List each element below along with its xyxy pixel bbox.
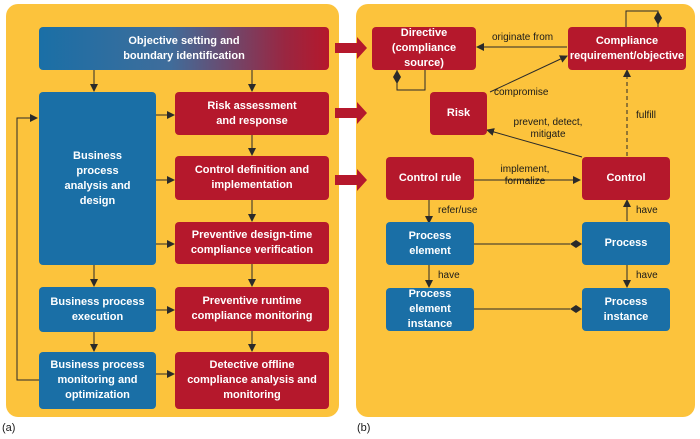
design-time-verification-box: Preventive design-time compliance verifi… xyxy=(175,222,329,264)
runtime-monitoring-box: Preventive runtime compliance monitoring xyxy=(175,287,329,331)
process-element-box: Process element xyxy=(386,222,474,265)
refer-use-label: refer/use xyxy=(438,205,478,216)
right-panel xyxy=(356,4,695,417)
risk-box: Risk xyxy=(430,92,487,135)
risk-assessment-box: Risk assessment and response xyxy=(175,92,329,135)
implement-formalize-label: implement, formalize xyxy=(500,164,550,187)
business-process-monitoring-box: Business process monitoring and optimiza… xyxy=(39,352,156,409)
offline-compliance-box: Detective offline compliance analysis an… xyxy=(175,352,329,409)
have-label-process: have xyxy=(636,270,658,281)
process-box: Process xyxy=(582,222,670,265)
originate-from-label: originate from xyxy=(492,32,554,43)
control-definition-box: Control definition and implementation xyxy=(175,156,329,200)
prevent-detect-mitigate-label: prevent, detect, mitigate xyxy=(513,117,583,140)
have-label-process-element: have xyxy=(438,270,460,281)
business-process-analysis-box: Business process analysis and design xyxy=(39,92,156,265)
panel-b-caption: (b) xyxy=(357,422,371,434)
process-element-instance-box: Process element instance xyxy=(386,288,474,331)
control-rule-box: Control rule xyxy=(386,157,474,200)
panel-a-caption: (a) xyxy=(2,422,16,434)
process-instance-box: Process instance xyxy=(582,288,670,331)
business-process-execution-box: Business process execution xyxy=(39,287,156,332)
fulfill-label: fulfill xyxy=(636,110,657,121)
objective-setting-box: Objective setting and boundary identific… xyxy=(39,27,329,70)
have-label-control: have xyxy=(636,205,658,216)
control-box: Control xyxy=(582,157,670,200)
compromise-label: compromise xyxy=(494,87,549,98)
compliance-requirement-box: Compliance requirement/objective xyxy=(568,27,686,70)
directive-box: Directive (compliance source) xyxy=(372,27,476,70)
